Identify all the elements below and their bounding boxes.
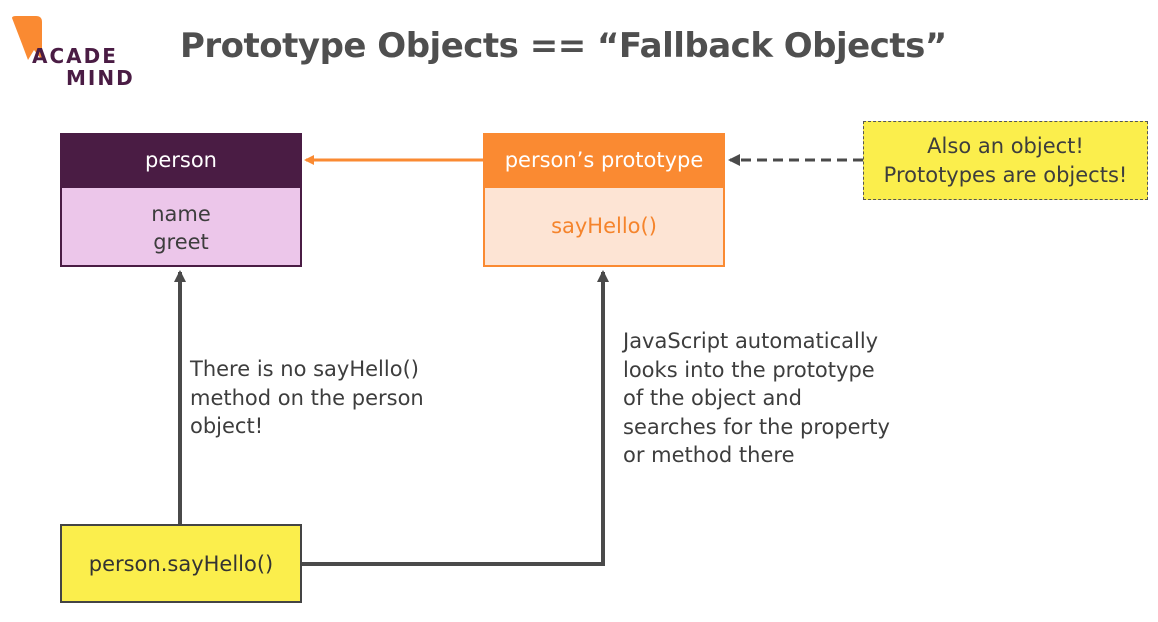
right-explanation-line: looks into the prototype bbox=[623, 357, 875, 382]
prototype-note: Also an object! Prototypes are objects! bbox=[863, 121, 1148, 200]
person-field-name: name bbox=[151, 202, 211, 226]
note-line-2: Prototypes are objects! bbox=[883, 163, 1128, 187]
left-explanation-line: method on the person bbox=[190, 385, 424, 410]
person-box-header: person bbox=[60, 133, 302, 188]
person-box-body: name greet bbox=[60, 188, 302, 267]
prototype-box-body: sayHello() bbox=[483, 188, 725, 267]
method-call-label: person.sayHello() bbox=[88, 552, 274, 576]
logo-text-line1: ACADE bbox=[32, 44, 118, 68]
logo-text-line2: MIND bbox=[66, 66, 135, 90]
left-explanation-line: object! bbox=[190, 414, 264, 438]
right-explanation-line: or method there bbox=[623, 443, 795, 467]
right-explanation: JavaScript automatically looks into the … bbox=[623, 327, 923, 470]
prototype-field-sayhello: sayHello() bbox=[551, 214, 657, 238]
bookmark-logo-icon bbox=[12, 16, 42, 60]
method-call-box: person.sayHello() bbox=[60, 524, 302, 603]
right-explanation-line: searches for the property bbox=[623, 414, 890, 439]
prototype-box-header: person’s prototype bbox=[483, 133, 725, 188]
left-explanation: There is no sayHello() method on the per… bbox=[190, 355, 450, 441]
academind-logo: ACADE MIND bbox=[8, 16, 138, 88]
slide-title: Prototype Objects == “Fallback Objects” bbox=[180, 26, 947, 66]
note-line-1: Also an object! bbox=[927, 134, 1084, 158]
right-explanation-line: of the object and bbox=[623, 386, 802, 410]
left-explanation-line: There is no sayHello() bbox=[190, 357, 419, 381]
person-field-greet: greet bbox=[153, 230, 209, 254]
call-to-prototype-arrow bbox=[302, 270, 609, 566]
right-explanation-line: JavaScript automatically bbox=[623, 329, 879, 353]
